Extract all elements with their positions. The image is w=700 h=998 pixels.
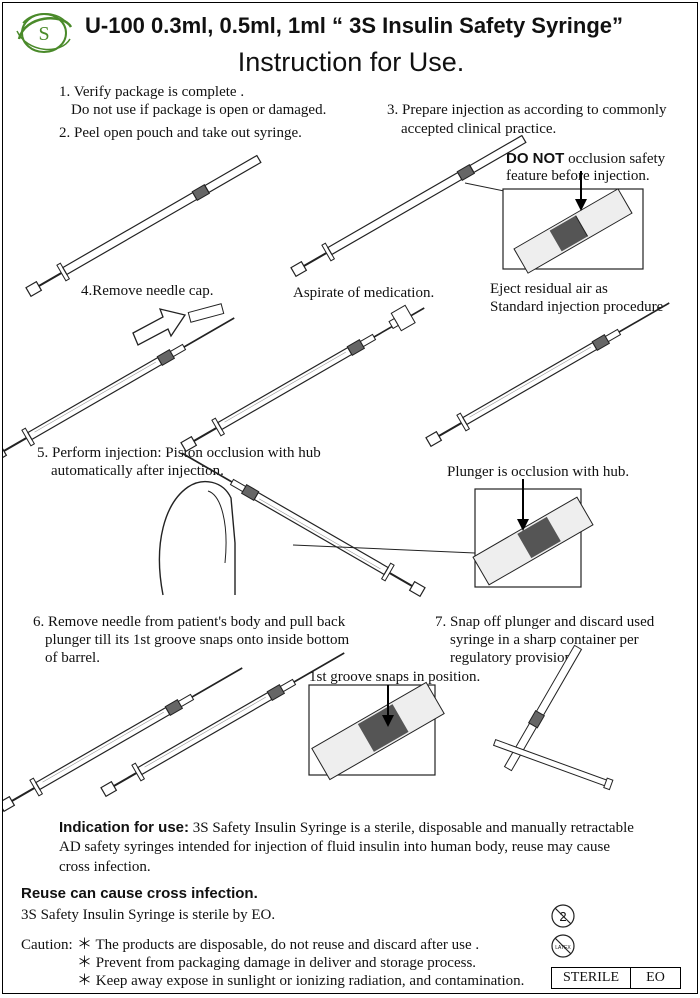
sterile-by-text: 3S Safety Insulin Syringe is sterile by … [21,907,276,923]
reuse-heading: Reuse can cause cross infection. [21,885,258,902]
step-6-line-2: plunger till its 1st groove snaps onto i… [45,632,350,648]
step-7-line-1: 7. Snap off plunger and discard used [435,614,655,630]
sterile-label: STERILE [552,968,631,988]
plunger-hub-text: Plunger is occlusion with hub. [447,464,630,480]
step-7-line-3: regulatory provision. [450,650,576,666]
indication-text-1: 3S Safety Insulin Syringe is a sterile, … [189,820,634,836]
illustrations: 2 LATEX [3,130,675,958]
indication-line-1: Indication for use: 3S Safety Insulin Sy… [59,818,634,838]
syringe-capped-2 [287,130,530,281]
sterile-eo-badge: STERILE EO [551,967,681,989]
groove-text: 1st groove snaps in position. [309,669,481,685]
syringe-pull-back [3,659,248,816]
step-3-line-1: 3. Prepare injection as according to com… [387,102,667,118]
eject-line-1: Eject residual air as [490,281,608,297]
step-4-text: 4.Remove needle cap. [81,283,214,299]
caution-item-2: ＊ Prevent from packaging damage in deliv… [77,955,477,971]
step-5-line-2: automatically after injection. [51,463,224,479]
step-3-line-2: accepted clinical practice. [401,121,557,137]
arrow-icon [132,308,187,346]
step-2-text: 2. Peel open pouch and take out syringe. [59,125,302,141]
syringe-capped-1 [22,150,265,301]
do-not-warning: DO NOT occlusion safety [506,149,665,169]
step-1-line-2: Do not use if package is open or damaged… [71,102,327,118]
logo-letter: S [38,23,49,45]
latex-free-icon: LATEX [551,934,575,958]
do-not-rest: occlusion safety [564,151,666,167]
syringe-eject [422,294,675,451]
caution-label: Caution: [21,937,73,953]
step-5-line-1: 5. Perform injection: Piston occlusion w… [37,445,321,461]
step-6-line-3: of barrel. [45,650,100,666]
do-not-bold: DO NOT [506,150,565,167]
plunger-discard [492,739,614,791]
do-not-line-2: feature before injection. [506,168,650,184]
aspirate-text: Aspirate of medication. [293,285,435,301]
syringe-snapped [503,644,583,772]
caution-item-1: ＊ The products are disposable, do not re… [77,937,480,953]
step-6-line-1: 6. Remove needle from patient's body and… [33,614,346,630]
eject-line-2: Standard injection procedure [490,299,664,315]
brand-logo-icon: S [16,13,73,53]
indication-label: Indication for use: [59,819,190,836]
indication-line-3: cross infection. [59,859,151,875]
vial-icon [388,304,416,332]
single-use-icon: 2 [551,904,575,928]
patient-arm [158,480,236,596]
caution-item-3: ＊ Keep away expose in sunlight or ionizi… [77,973,525,989]
page-title: Instruction for Use. [237,47,465,77]
step-7-line-2: syringe in a sharp container per [450,632,639,648]
step-1-line-1: 1. Verify package is complete . [59,84,245,100]
single-use-digit: 2 [559,909,566,924]
syringe-uncapped [3,309,240,466]
indication-line-2: AD safety syringes intended for injectio… [59,839,610,855]
sterile-method: EO [646,970,665,985]
product-title: U-100 0.3ml, 0.5ml, 1ml “ 3S Insulin Saf… [85,13,623,38]
needle-cap [187,303,225,323]
latex-label: LATEX [555,945,571,951]
